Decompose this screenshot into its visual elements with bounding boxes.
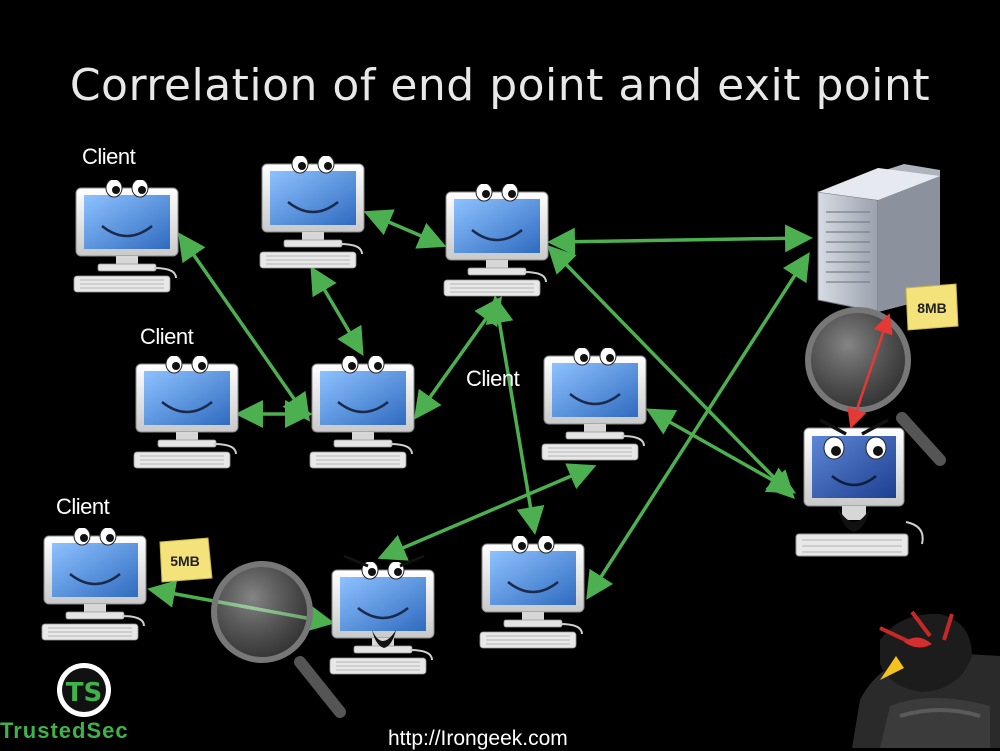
trustedsec-logo: TS xyxy=(57,663,111,717)
client-computer-3 xyxy=(540,348,648,462)
relay-computer xyxy=(442,184,550,298)
note-5mb-text: 5MB xyxy=(170,553,200,569)
arrow-client3-entry xyxy=(377,463,597,561)
note-5mb: 5MB xyxy=(159,537,213,583)
arrow-top-center xyxy=(310,265,364,357)
client-label-3: Client xyxy=(466,366,520,391)
note-8mb-text: 8MB xyxy=(917,300,947,316)
mascot-bird xyxy=(852,610,1000,748)
node-computer-center xyxy=(308,356,416,470)
source-url[interactable]: http://Irongeek.com xyxy=(388,727,568,750)
magnifier-icon-left xyxy=(211,561,346,718)
arrow-relay-server xyxy=(547,224,813,256)
arrow-bottomright-server xyxy=(586,252,810,600)
client-label-2: Client xyxy=(140,324,194,349)
brand-name: TrustedSec xyxy=(0,718,129,743)
client-label-1: Client xyxy=(82,144,136,169)
slide-title: Correlation of end point and exit point xyxy=(69,60,931,111)
exit-computer xyxy=(478,536,586,650)
correlation-arrow xyxy=(847,313,893,429)
logo-initials: TS xyxy=(66,678,102,708)
arrow-center-relay xyxy=(413,296,503,420)
destination-computer-evil xyxy=(795,418,924,557)
connections xyxy=(147,209,813,632)
entry-computer-evil xyxy=(328,554,436,676)
note-8mb: 8MB xyxy=(905,283,959,331)
server-tower xyxy=(817,164,940,313)
client-computer-1 xyxy=(72,180,180,294)
arrow-client1-center xyxy=(177,232,311,422)
arrow-top-relay xyxy=(363,209,447,249)
client-computer-4 xyxy=(40,528,148,642)
node-computer-top xyxy=(258,156,366,270)
client-computer-2 xyxy=(132,356,240,470)
client-label-4: Client xyxy=(56,494,110,519)
